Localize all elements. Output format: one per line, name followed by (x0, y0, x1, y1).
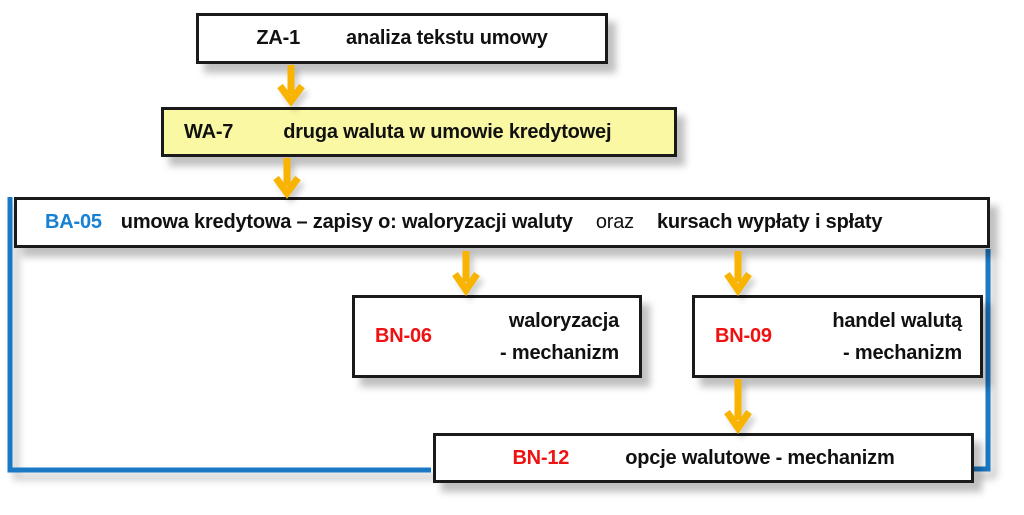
node-bn06-line1: waloryzacja (508, 309, 619, 332)
node-bn06: BN-06 waloryzacja - mechanizm (352, 295, 642, 378)
node-bn09-label: handel walutą - mechanizm (832, 305, 962, 369)
node-bn06-code: BN-06 (375, 325, 432, 347)
node-ba05-label-part3: kursach wypłaty i spłaty (656, 211, 883, 233)
arrow-ba05-to-bn06-icon (452, 251, 480, 297)
node-ba05-label-part2: oraz (595, 211, 634, 233)
arrow-za1-to-wa7-icon (277, 65, 305, 107)
arrow-bn09-to-bn12-icon (724, 379, 752, 435)
node-bn09-line1: handel walutą (832, 309, 962, 332)
node-ba05: BA-05 umowa kredytowa – zapisy o: walory… (14, 197, 990, 248)
node-wa7-label: druga waluta w umowie kredytowej (283, 120, 612, 143)
node-ba05-label-part1: umowa kredytowa – zapisy o: waloryzacji … (120, 211, 573, 233)
node-za1-label: analiza tekstu umowy (346, 27, 548, 49)
node-bn12: BN-12 opcje walutowe - mechanizm (433, 433, 974, 483)
node-bn09-code: BN-09 (715, 325, 772, 347)
node-wa7: WA-7 druga waluta w umowie kredytowej (161, 107, 677, 157)
node-za1-code: ZA-1 (256, 27, 301, 49)
node-bn09: BN-09 handel walutą - mechanizm (692, 295, 983, 378)
node-bn06-label: waloryzacja - mechanizm (500, 305, 619, 369)
node-bn12-label: opcje walutowe - mechanizm (625, 446, 895, 469)
node-bn12-code: BN-12 (512, 446, 570, 469)
arrow-wa7-to-ba05-icon (273, 158, 301, 199)
node-bn06-line2: - mechanizm (500, 341, 619, 364)
node-bn09-line2: - mechanizm (843, 341, 962, 364)
node-wa7-code: WA-7 (184, 120, 234, 143)
node-ba05-code: BA-05 (45, 211, 102, 233)
arrow-ba05-to-bn09-icon (724, 251, 752, 297)
node-za1: ZA-1 analiza tekstu umowy (196, 13, 608, 64)
